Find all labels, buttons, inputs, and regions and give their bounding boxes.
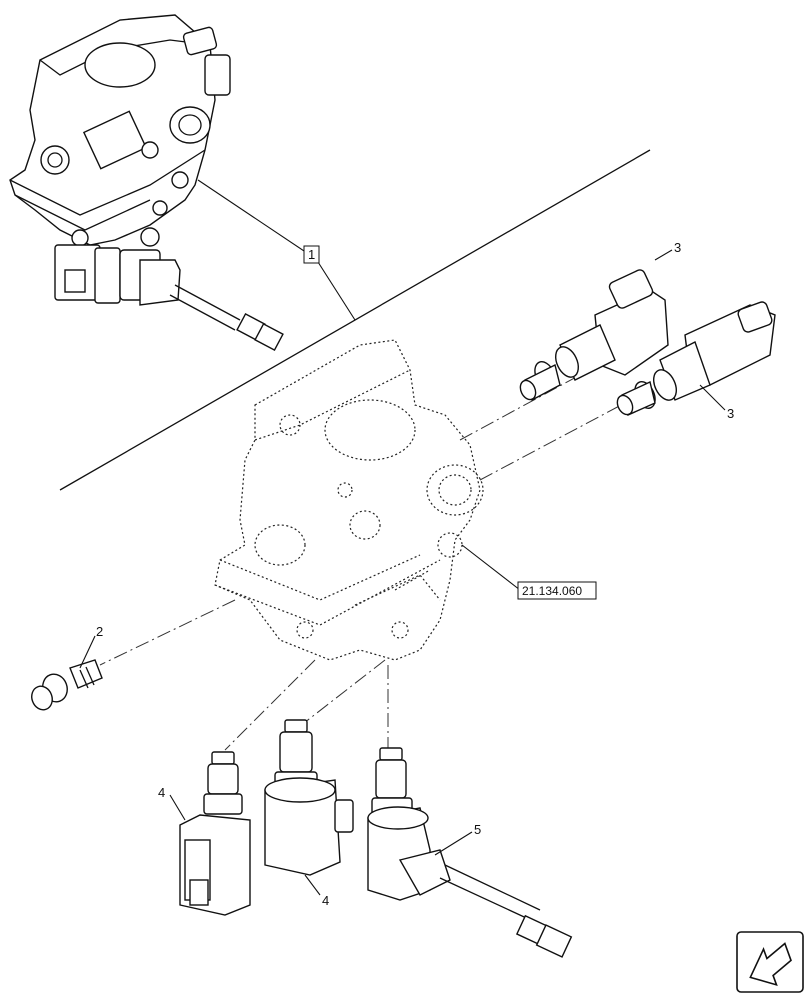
callout-3b: 3 (727, 406, 734, 421)
solenoid-valve-3-lower (616, 301, 776, 416)
callout-2: 2 (96, 624, 103, 639)
centerline-2 (99, 599, 236, 666)
reference-leader (461, 544, 521, 591)
callout-5: 5 (474, 822, 481, 837)
centerline-3b (479, 394, 641, 481)
assembled-valve-block (9, 14, 284, 352)
callout-1-leader-b (317, 261, 356, 321)
callout-2-leader (79, 635, 96, 669)
centerline-3a (459, 374, 581, 441)
callout-4a: 4 (158, 785, 165, 800)
callout-1-box (303, 245, 320, 264)
callout-4b: 4 (322, 893, 329, 908)
solenoid-valve-3-upper (519, 269, 669, 402)
callout-3a: 3 (674, 240, 681, 255)
centerline-4a (224, 659, 316, 751)
solenoid-valve-4-left (179, 751, 251, 916)
callout-5-leader (434, 831, 473, 856)
valve-body-phantom (214, 339, 484, 661)
callout-4a-leader (169, 794, 186, 821)
reference-label: 21.134.060 (522, 584, 582, 598)
callout-4b-leader (304, 874, 321, 896)
previous-page-arrow-icon[interactable] (736, 931, 804, 993)
pressure-sensor-2 (31, 659, 103, 711)
solenoid-valve-4-middle (264, 719, 354, 876)
callout-3b-leader (699, 384, 726, 411)
centerline-4b (294, 659, 386, 731)
reference-box (517, 581, 597, 600)
callout-1-leader-a (197, 179, 311, 256)
solenoid-valve-5 (367, 747, 573, 958)
callout-3a-leader (654, 249, 673, 261)
callout-1: 1 (308, 247, 315, 262)
